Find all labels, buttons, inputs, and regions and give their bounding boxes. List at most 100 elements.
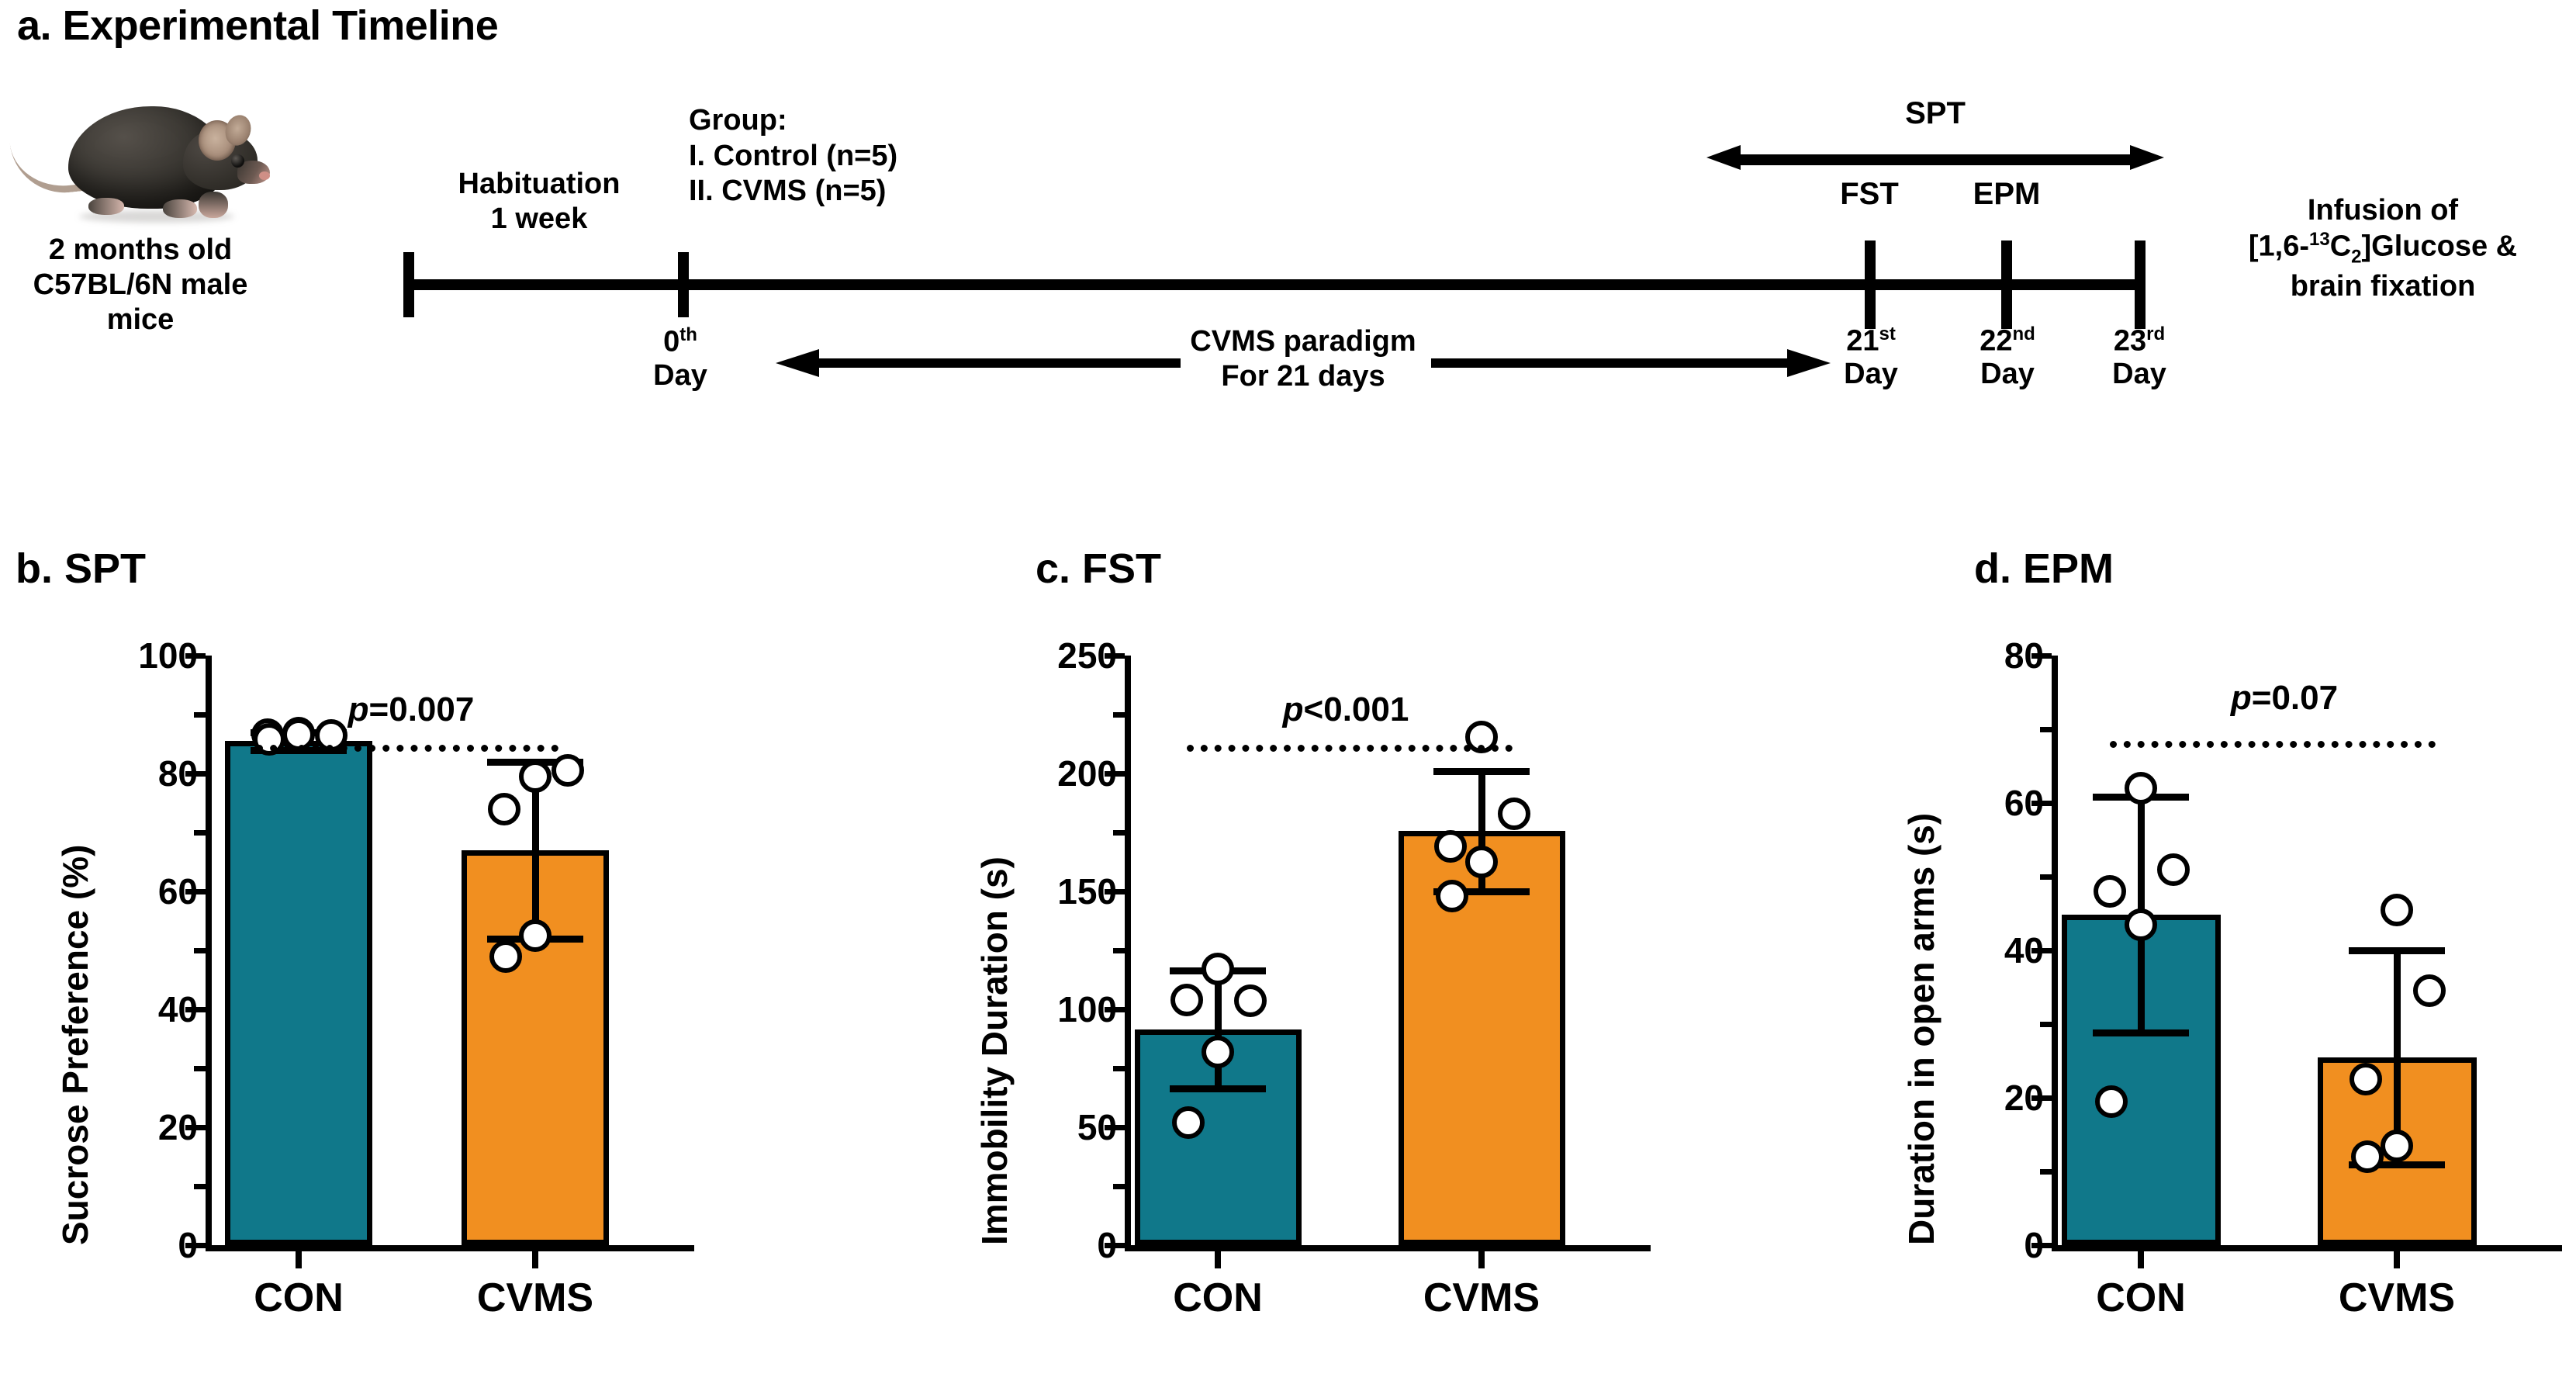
y-tick-minor-epm-50	[2040, 874, 2052, 880]
timeline-tick-day21	[1865, 240, 1876, 329]
day21-word: Day	[1844, 358, 1898, 391]
y-tick-label-spt-60: 60	[157, 871, 198, 912]
x-tick-spt-con	[296, 1251, 302, 1268]
data-point-fst-con-2	[1234, 984, 1267, 1018]
x-axis-epm	[2052, 1245, 2562, 1251]
timeline-tick-day23	[2135, 240, 2146, 329]
y-tick-major-spt-60	[185, 889, 206, 894]
day21-label: 21st Day	[1801, 324, 1941, 391]
infusion-line-1: Infusion of	[2307, 194, 2459, 227]
panel-a-experimental-timeline: a. Experimental Timeline 2 months old C5…	[0, 0, 2576, 481]
x-axis-label-epm-con: CON	[2096, 1275, 2186, 1320]
y-tick-major-epm-20	[2031, 1095, 2052, 1101]
y-tick-minor-spt-50	[194, 948, 206, 953]
p-value-label-epm: p=0.07	[2230, 679, 2339, 717]
y-tick-label-fst-200: 200	[1057, 753, 1117, 794]
day22-word: Day	[1980, 358, 2035, 391]
y-axis-epm	[2052, 656, 2058, 1245]
y-tick-label-fst-250: 250	[1057, 635, 1117, 676]
cvms-paradigm-line-1: CVMS paradigm	[1190, 325, 1416, 358]
x-axis-label-spt-con: CON	[254, 1275, 344, 1320]
data-point-fst-con-4	[1202, 1035, 1234, 1068]
data-point-fst-con-1	[1202, 953, 1234, 986]
significance-line-fst	[1187, 745, 1513, 752]
y-tick-label-spt-20: 20	[157, 1107, 198, 1147]
y-tick-label-epm-40: 40	[2004, 930, 2044, 971]
cvms-paradigm-label: CVMS paradigm For 21 days	[1055, 324, 1551, 394]
data-point-epm-cvms-2	[2413, 974, 2446, 1008]
error-bar-stem-spt-cvms	[532, 761, 539, 939]
data-point-spt-cvms-2	[552, 754, 584, 787]
data-point-spt-cvms-1	[519, 760, 552, 793]
error-bar-stem-fst-cvms	[1478, 770, 1485, 891]
data-point-epm-cvms-3	[2350, 1063, 2382, 1096]
mouse-fore-foot	[199, 192, 228, 218]
y-tick-label-epm-80: 80	[2004, 635, 2044, 676]
x-tick-fst-con	[1215, 1251, 1221, 1268]
significance-line-epm	[2110, 741, 2436, 748]
x-axis-label-spt-cvms: CVMS	[476, 1275, 594, 1320]
y-tick-minor-fst-25	[1113, 1184, 1125, 1189]
infusion-line-2: [1,6-13C2]Glucose &	[2248, 229, 2518, 268]
day23-label: 23rd Day	[2069, 324, 2209, 391]
mouse-caption-line-3: mice	[106, 303, 175, 336]
data-point-epm-cvms-4	[2381, 1129, 2413, 1162]
timeline-axis	[403, 279, 2146, 290]
data-point-fst-cvms-3	[1434, 830, 1467, 863]
x-tick-epm-con	[2138, 1251, 2144, 1268]
y-tick-minor-fst-225	[1113, 712, 1125, 718]
y-tick-minor-spt-10	[194, 1184, 206, 1189]
y-tick-label-epm-20: 20	[2004, 1078, 2044, 1118]
mouse-shadow	[79, 210, 234, 223]
timeline-tick-start	[403, 252, 414, 317]
habituation-line-1: Habituation	[458, 168, 621, 200]
data-point-fst-con-3	[1170, 983, 1203, 1016]
p-value-label-fst: p<0.001	[1282, 690, 1409, 728]
arrow-bar-right	[1431, 358, 1789, 368]
data-point-epm-con-2	[2157, 853, 2190, 886]
data-point-epm-con-4	[2125, 908, 2157, 941]
y-tick-label-spt-100: 100	[138, 635, 198, 676]
y-tick-major-spt-20	[185, 1125, 206, 1130]
y-tick-label-fst-0: 0	[1097, 1225, 1117, 1265]
panel-a-title: a. Experimental Timeline	[17, 2, 499, 49]
y-tick-label-spt-80: 80	[157, 753, 198, 794]
error-bar-cap-lower-fst-cvms	[1433, 888, 1530, 895]
spt-arrow-head-left-icon	[1706, 145, 1741, 170]
panel-title-epm: d. EPM	[1974, 545, 2114, 592]
y-tick-major-fst-250	[1105, 653, 1125, 659]
mouse-caption-line-1: 2 months old	[48, 234, 233, 266]
y-tick-major-fst-200	[1105, 771, 1125, 777]
arrow-head-left-icon	[776, 349, 819, 377]
x-tick-fst-cvms	[1478, 1251, 1485, 1268]
y-tick-minor-epm-30	[2040, 1022, 2052, 1027]
y-axis-fst	[1125, 656, 1131, 1245]
y-tick-label-epm-60: 60	[2004, 783, 2044, 823]
error-bar-cap-upper-epm-cvms	[2349, 947, 2445, 954]
y-axis-title-spt: Sucrose Preference (%)	[55, 844, 95, 1245]
timeline-tick-day0	[678, 252, 689, 317]
x-axis-fst	[1125, 1245, 1651, 1251]
error-bar-cap-lower-epm-con	[2093, 1029, 2189, 1037]
y-tick-major-fst-100	[1105, 1007, 1125, 1012]
data-point-fst-cvms-4	[1465, 846, 1498, 878]
group-legend: Group: I. Control (n=5) II. CVMS (n=5)	[689, 103, 897, 209]
y-tick-minor-fst-175	[1113, 830, 1125, 836]
mouse-mid-foot	[163, 199, 197, 218]
cvms-paradigm-line-2: For 21 days	[1221, 359, 1385, 393]
mouse-eye	[231, 154, 244, 168]
y-tick-major-fst-150	[1105, 889, 1125, 894]
spt-arrow-bar	[1738, 154, 2135, 165]
y-tick-major-spt-40	[185, 1007, 206, 1012]
y-axis-title-fst: Immobility Duration (s)	[974, 856, 1015, 1245]
mouse-photo	[8, 74, 270, 229]
fst-timeline-label: FST	[1840, 177, 1899, 211]
y-tick-major-fst-0	[1105, 1243, 1125, 1248]
panel-title-spt: b. SPT	[16, 545, 147, 592]
significance-line-spt	[256, 745, 558, 752]
y-tick-minor-fst-75	[1113, 1066, 1125, 1071]
data-point-fst-con-5	[1172, 1106, 1205, 1139]
p-value-label-spt: p=0.007	[348, 690, 475, 728]
y-tick-major-epm-40	[2031, 948, 2052, 953]
